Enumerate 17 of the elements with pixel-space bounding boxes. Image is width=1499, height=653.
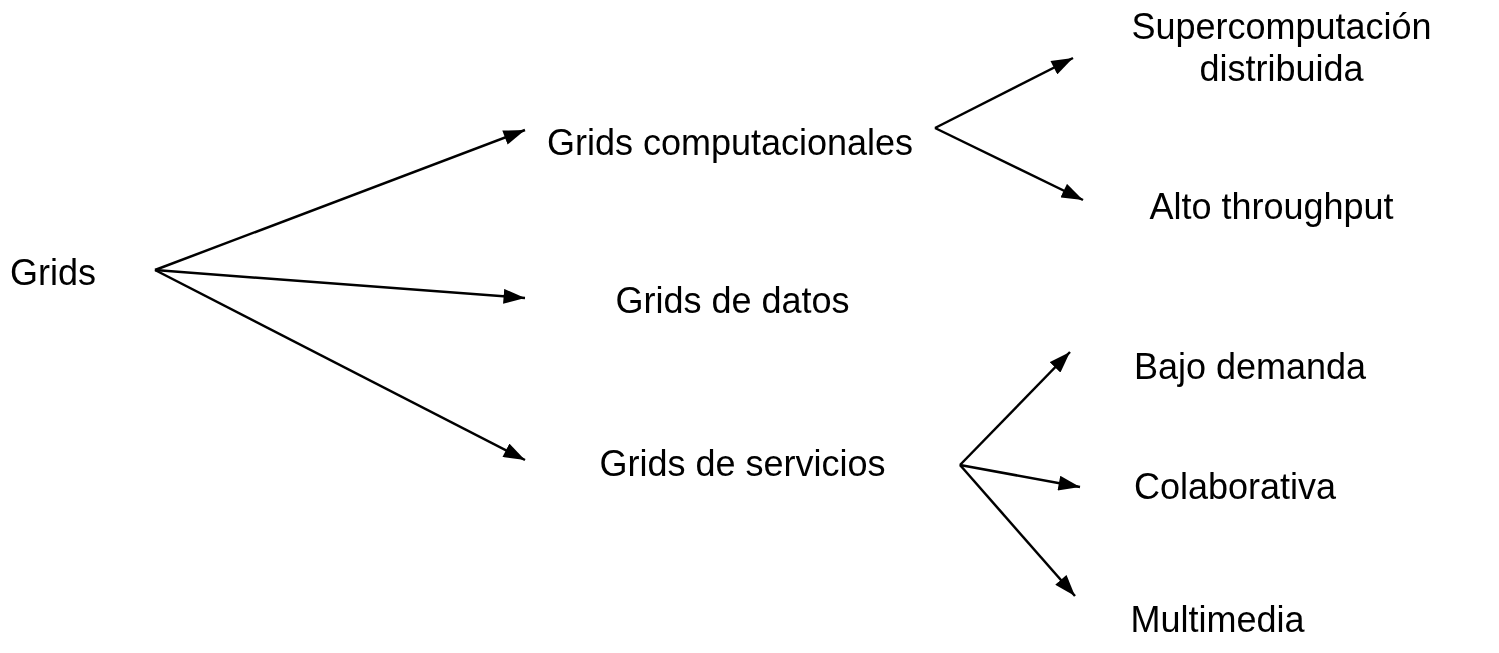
- node-label: Grids computacionales: [546, 121, 914, 164]
- node-label: Grids: [10, 252, 96, 294]
- arrow: [959, 463, 1081, 491]
- arrow: [934, 126, 1084, 202]
- arrow: [959, 464, 1076, 597]
- arrow: [154, 268, 526, 304]
- node-label: Alto throughput: [1149, 186, 1394, 228]
- arrow: [934, 56, 1074, 130]
- arrow: [154, 268, 526, 462]
- node-label: Bajo demanda: [1133, 346, 1367, 388]
- arrow: [959, 351, 1071, 466]
- node-label: Grids de datos: [615, 279, 850, 322]
- arrow: [154, 128, 526, 272]
- node-label: Supercomputación distribuida: [1130, 5, 1433, 90]
- node-label: Multimedia: [1130, 598, 1305, 641]
- node-label: Colaborativa: [1133, 466, 1337, 508]
- node-label: Grids de servicios: [599, 443, 886, 485]
